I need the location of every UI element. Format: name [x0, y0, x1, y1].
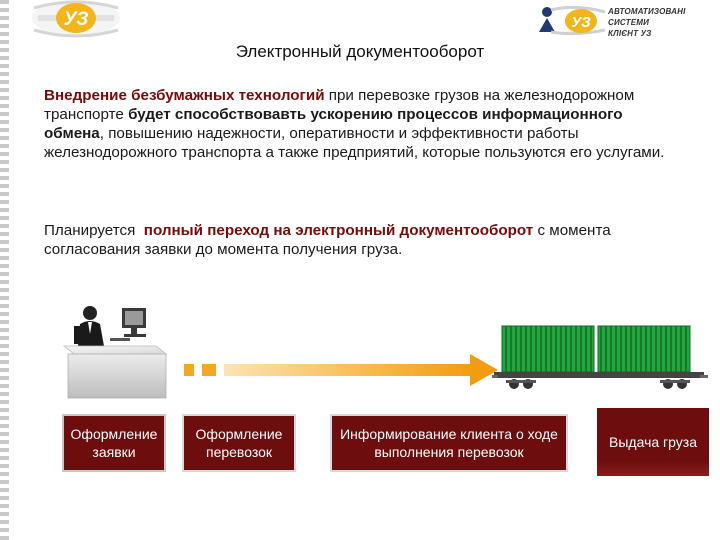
- step-cargo-delivery: Выдача груза: [597, 408, 709, 476]
- uz-client-logo: УЗ АВТОМАТИЗОВАНІ СИСТЕМИ КЛІЄНТ УЗ: [535, 0, 715, 40]
- freight-train-container-icon: [492, 325, 708, 389]
- paragraph-plan: Планируется полный переход на электронны…: [44, 221, 684, 259]
- progress-arrow-icon: [184, 354, 498, 386]
- step-application: Оформление заявки: [62, 414, 166, 472]
- office-worker-at-computer-icon: [62, 306, 168, 399]
- side-stripe-decoration: [0, 0, 9, 540]
- step-shipment-processing-label: Оформление перевозок: [195, 426, 283, 460]
- uz-railway-logo-icon: УЗ: [32, 0, 120, 38]
- paragraph-intro-text2: , повышению надежности, оперативности и …: [44, 125, 665, 161]
- step-client-informing: Информирование клиента о ходе выполнения…: [330, 414, 568, 472]
- step-application-label: Оформление заявки: [70, 426, 158, 460]
- paragraph-plan-text1: Планируется: [44, 222, 144, 239]
- right-logo-line2: КЛІЄНТ УЗ: [608, 29, 652, 38]
- paragraph-intro-text1: при перевозке грузов на железнодорожном …: [44, 87, 635, 123]
- paragraph-intro: Внедрение безбумажных технологий при пер…: [44, 86, 684, 162]
- step-cargo-delivery-label: Выдача груза: [609, 434, 697, 450]
- right-logo-line1: АВТОМАТИЗОВАНІ СИСТЕМИ: [608, 7, 686, 27]
- paragraph-plan-emphasis: полный переход на электронный документоо…: [143, 222, 534, 239]
- uz-client-logo-icon: УЗ: [539, 5, 606, 36]
- step-client-informing-label: Информирование клиента о ходе выполнения…: [340, 426, 558, 460]
- page-title: Электронный документооборот: [235, 42, 485, 61]
- paragraph-plan-text2: с момента согласования заявки до момента…: [44, 222, 611, 258]
- paragraph-intro-lead: Внедрение безбумажных технологий: [44, 87, 325, 104]
- paragraph-intro-emphasis: будет способствовавть ускорению процессо…: [44, 106, 623, 142]
- svg-text:УЗ: УЗ: [571, 14, 591, 31]
- svg-text:УЗ: УЗ: [64, 9, 89, 30]
- step-shipment-processing: Оформление перевозок: [182, 414, 296, 472]
